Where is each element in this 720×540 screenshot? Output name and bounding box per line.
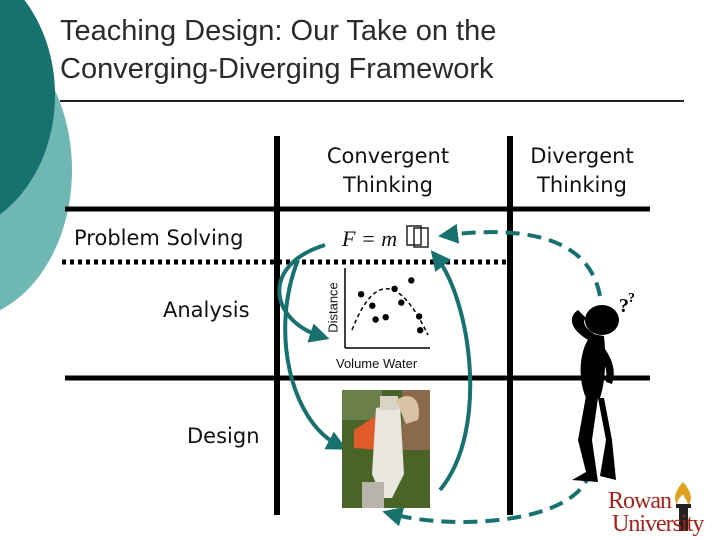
scatter-point [391, 285, 398, 292]
scatter-plot [344, 268, 430, 349]
scatter-point [398, 299, 405, 306]
torch-icon [675, 482, 691, 531]
decor-circle-dark [0, 0, 55, 215]
svg-text:?: ? [628, 291, 635, 306]
thinking-figure-icon: ? ? [571, 291, 635, 482]
header-divergent-line-2: Thinking [537, 173, 627, 197]
arrow-to-design [283, 259, 347, 450]
header-convergent-line-1: Convergent [326, 144, 450, 168]
chart-y-label: Distance [325, 282, 341, 333]
title-line-2: Converging-Diverging Framework [60, 53, 494, 85]
arrow-design-loop [382, 469, 592, 527]
header-divergent-line-1: Divergent [530, 144, 634, 168]
header-divergent-thinking: Divergent Thinking [502, 142, 662, 200]
photo-illustration [342, 390, 430, 508]
formula-text: F = m [342, 226, 398, 251]
row-label-problem-solving: Problem Solving [74, 226, 244, 250]
arrow-divergent-to-formula [438, 223, 602, 297]
rowan-logo-line-2: University [612, 511, 704, 537]
scatter-point [369, 302, 376, 309]
rowan-logo-line-1: Rowan [608, 488, 672, 514]
arrow-design-to-analysis [430, 250, 473, 492]
svg-text:?: ? [619, 295, 629, 317]
title-line-1: Teaching Design: Our Take on the [60, 15, 497, 47]
row-label-analysis: Analysis [163, 298, 250, 322]
header-convergent-thinking: Convergent Thinking [308, 142, 468, 200]
row-label-design: Design [187, 424, 260, 448]
scatter-point [382, 314, 389, 321]
scatter-point [372, 316, 379, 323]
scatter-point [357, 291, 365, 298]
scatter-point [417, 327, 424, 334]
scatter-point [415, 313, 423, 320]
scatter-point [408, 277, 415, 284]
bottle-rocket-photo [342, 390, 430, 508]
slide-title: Teaching Design: Our Take on the Converg… [60, 12, 660, 88]
arrow-formula-to-plot [277, 243, 330, 343]
header-convergent-line-2: Thinking [343, 173, 433, 197]
formula-box-2 [413, 227, 429, 248]
chart-x-label: Volume Water [336, 356, 418, 371]
